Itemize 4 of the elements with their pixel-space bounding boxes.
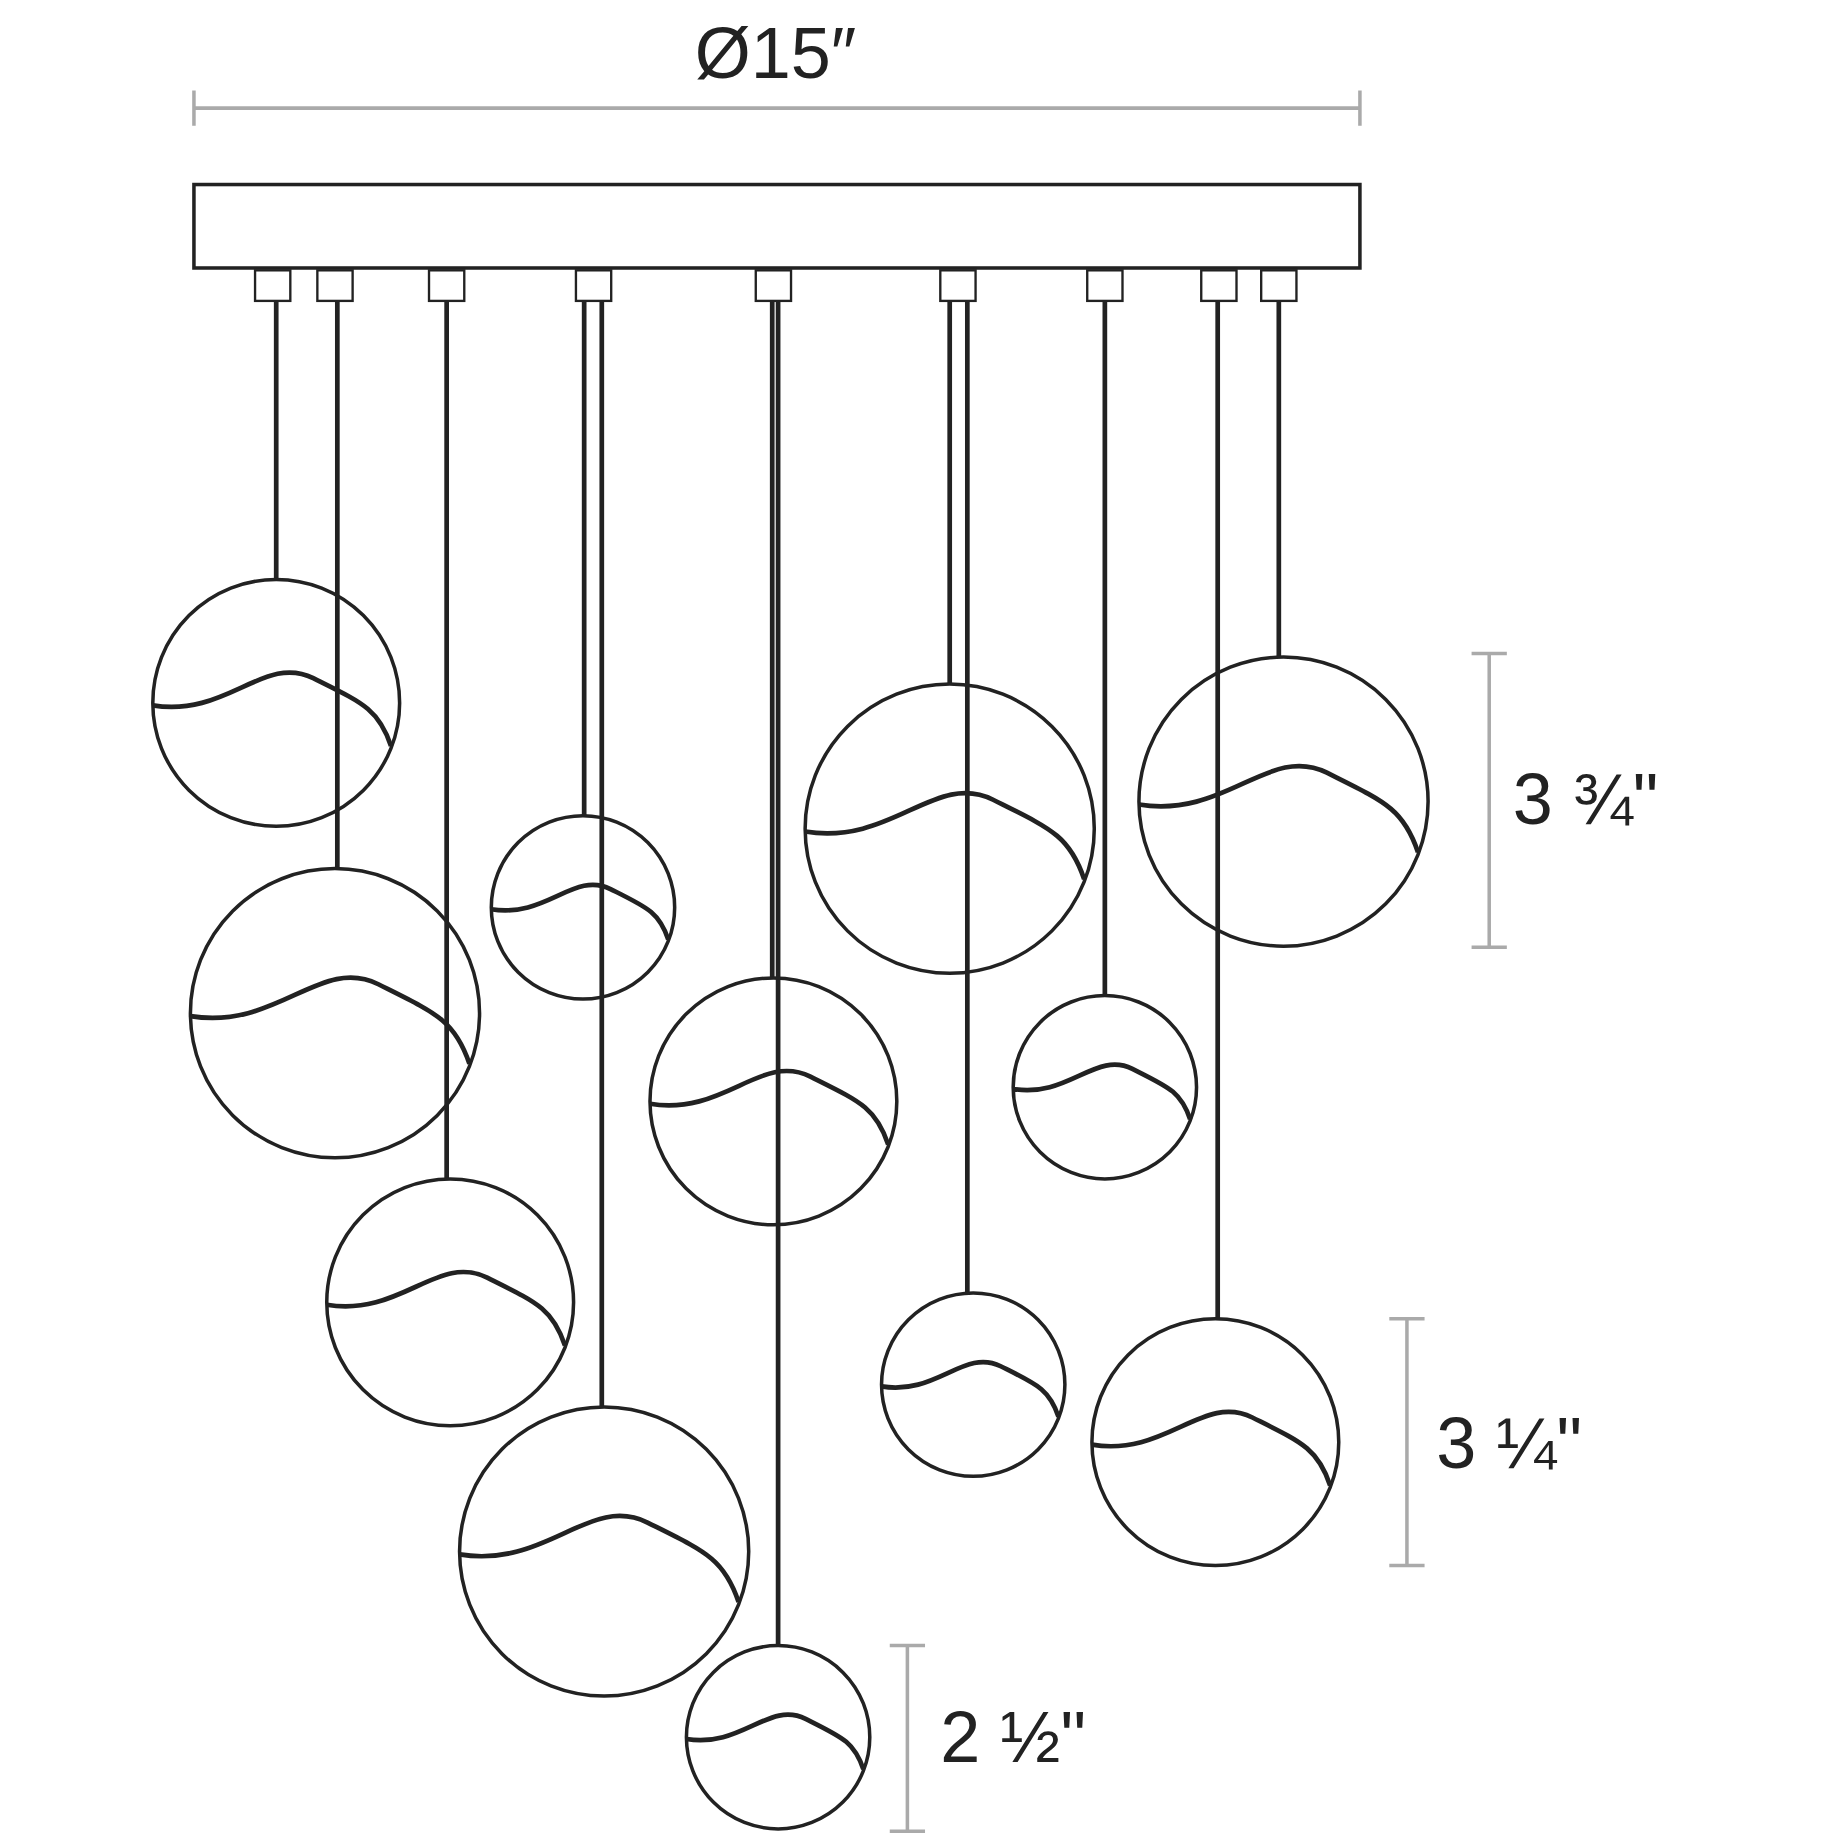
dimension-label: 3 ¼" xyxy=(1436,1407,1582,1480)
dimension-label: 3 ¾" xyxy=(1512,763,1659,836)
dimension-label: 2 ½" xyxy=(940,1701,1086,1774)
dimension-label: Ø15″ xyxy=(694,16,857,89)
